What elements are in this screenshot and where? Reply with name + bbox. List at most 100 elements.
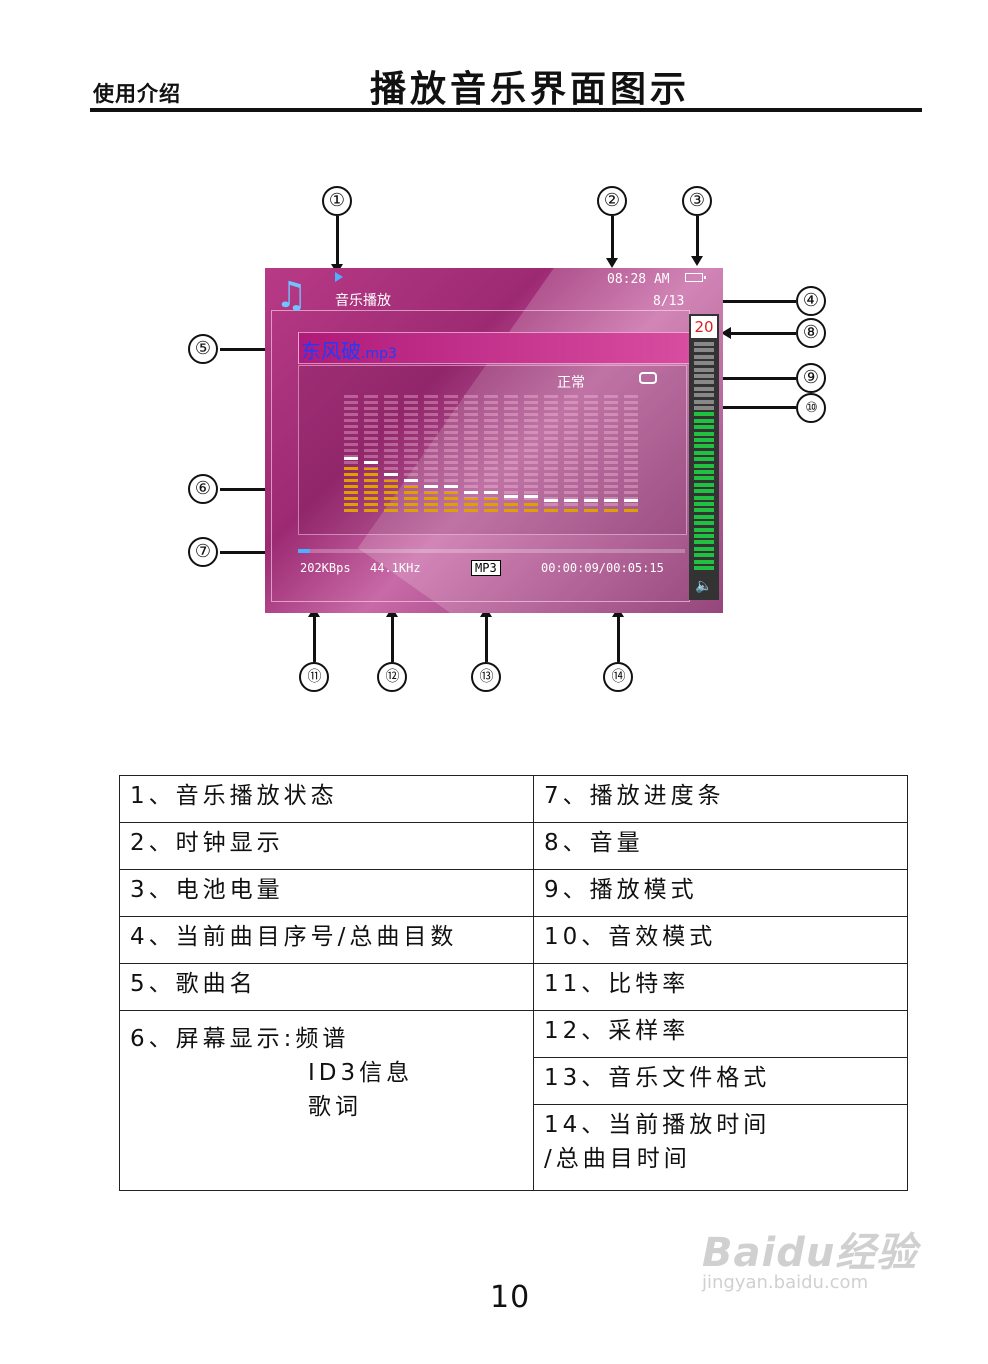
spectrum-bar-fill	[524, 502, 538, 512]
callout-12: ⑫	[377, 662, 407, 692]
spectrum-bar-fill	[444, 492, 458, 512]
legend-item-11: 11、比特率	[533, 963, 908, 1011]
speaker-icon: 🔈	[695, 578, 713, 594]
spectrum-bar-fill	[504, 502, 518, 512]
spectrum-bar	[624, 392, 638, 512]
legend-item-4: 4、当前曲目序号/总曲目数	[119, 916, 534, 964]
spectrum-bar-fill	[564, 506, 578, 512]
spectrum-bar	[424, 392, 438, 512]
watermark: Baidu经验 jingyan.baidu.com	[702, 1220, 917, 1293]
legend-item-6: 6、屏幕显示:频谱 ID3信息 歌词	[119, 1010, 534, 1191]
legend-item-1: 1、音乐播放状态	[119, 775, 534, 823]
spectrum-bar-peak	[564, 499, 578, 502]
spectrum-bar-peak	[484, 491, 498, 494]
volume-segment	[694, 393, 714, 398]
volume-segment	[694, 457, 714, 462]
spectrum-bar-fill	[584, 506, 598, 512]
arrow-2	[611, 216, 614, 260]
progress-fill	[298, 549, 310, 553]
arrow-8	[730, 332, 796, 335]
spectrum-bars	[344, 392, 644, 512]
page-title: 播放音乐界面图示	[370, 69, 691, 110]
arrow-12	[391, 617, 394, 662]
volume-segment	[694, 406, 714, 410]
spectrum-bar-peak	[404, 479, 418, 482]
volume-segment	[694, 412, 714, 417]
legend-item-14: 14、当前播放时间 /总曲目时间	[533, 1104, 908, 1191]
spectrum-bar-peak	[624, 499, 638, 502]
spectrum-bar	[504, 392, 518, 512]
volume-segment	[694, 418, 714, 423]
spectrum-bar-fill	[364, 468, 378, 512]
legend-item-13: 13、音乐文件格式	[533, 1057, 908, 1105]
track-index: 8/13	[653, 294, 685, 309]
spectrum-bar-peak	[524, 495, 538, 498]
legend-item-14-line2: /总曲目时间	[544, 1146, 691, 1172]
song-name: 东风破.mp3	[301, 335, 397, 364]
legend-item-7: 7、播放进度条	[533, 775, 908, 823]
spectrum-bar	[384, 392, 398, 512]
header-rule	[90, 108, 922, 112]
song-title-bar: 东风破.mp3	[298, 332, 690, 364]
sample-rate: 44.1KHz	[370, 561, 421, 575]
progress-bar	[298, 549, 685, 553]
arrow-11	[313, 617, 316, 662]
callout-6: ⑥	[188, 474, 218, 504]
spectrum-bar-fill	[424, 492, 438, 512]
volume-segment	[694, 540, 714, 545]
repeat-icon	[639, 372, 657, 384]
volume-panel: 20 🔈	[689, 314, 719, 600]
legend-item-6-sub1: ID3信息	[308, 1060, 414, 1086]
callout-4: ④	[796, 286, 826, 316]
volume-segment	[694, 559, 714, 564]
volume-segment	[694, 470, 714, 474]
arrow-14	[617, 617, 620, 662]
volume-segment	[694, 476, 714, 481]
callout-5: ⑤	[188, 334, 218, 364]
callout-13: ⑬	[471, 662, 501, 692]
legend-item-3: 3、电池电量	[119, 869, 534, 917]
arrow-7	[220, 551, 282, 554]
volume-segment	[694, 431, 714, 436]
volume-segment	[694, 450, 714, 455]
callout-8: ⑧	[796, 318, 826, 348]
volume-number: 20	[691, 316, 717, 338]
callout-10: ⑩	[796, 393, 826, 423]
volume-segment	[694, 521, 714, 526]
section-label: 使用介绍	[93, 82, 181, 106]
spectrum-bar-peak	[364, 461, 378, 464]
play-time: 00:00:09/00:05:15	[541, 561, 664, 575]
spectrum-bar	[364, 392, 378, 512]
arrow-4	[706, 300, 796, 303]
volume-segment	[694, 489, 714, 494]
callout-1: ①	[322, 186, 352, 216]
spectrum-bar-fill	[384, 480, 398, 512]
bitrate: 202KBps	[300, 561, 351, 575]
spectrum-bar-fill	[624, 506, 638, 512]
spectrum-bar	[464, 392, 478, 512]
spectrum-bar-fill	[464, 498, 478, 512]
spectrum-bar-peak	[444, 485, 458, 488]
volume-segment	[694, 534, 714, 538]
player-screen: ♫ 音乐播放 08:28 AM 8/13 东风破.mp3 正常 202KBps …	[265, 268, 723, 613]
spectrum-bar-peak	[424, 485, 438, 488]
volume-segment	[694, 508, 714, 513]
spectrum-bar	[544, 392, 558, 512]
legend-item-6-sub2: 歌词	[308, 1094, 362, 1120]
spectrum-bar	[564, 392, 578, 512]
arrow-9	[683, 377, 796, 380]
volume-segment	[694, 386, 714, 391]
legend-item-9: 9、播放模式	[533, 869, 908, 917]
spectrum-bar	[604, 392, 618, 512]
spectrum-bar-fill	[404, 486, 418, 512]
arrow-3	[696, 216, 699, 258]
volume-segment	[694, 354, 714, 359]
spectrum-bar-peak	[344, 457, 358, 460]
play-status-icon	[335, 272, 343, 282]
screen-title: 音乐播放	[335, 293, 391, 309]
volume-segment	[694, 342, 714, 346]
spectrum-panel: 正常	[298, 365, 687, 535]
spectrum-bar-peak	[604, 499, 618, 502]
callout-2: ②	[597, 186, 627, 216]
volume-segment	[694, 546, 714, 551]
